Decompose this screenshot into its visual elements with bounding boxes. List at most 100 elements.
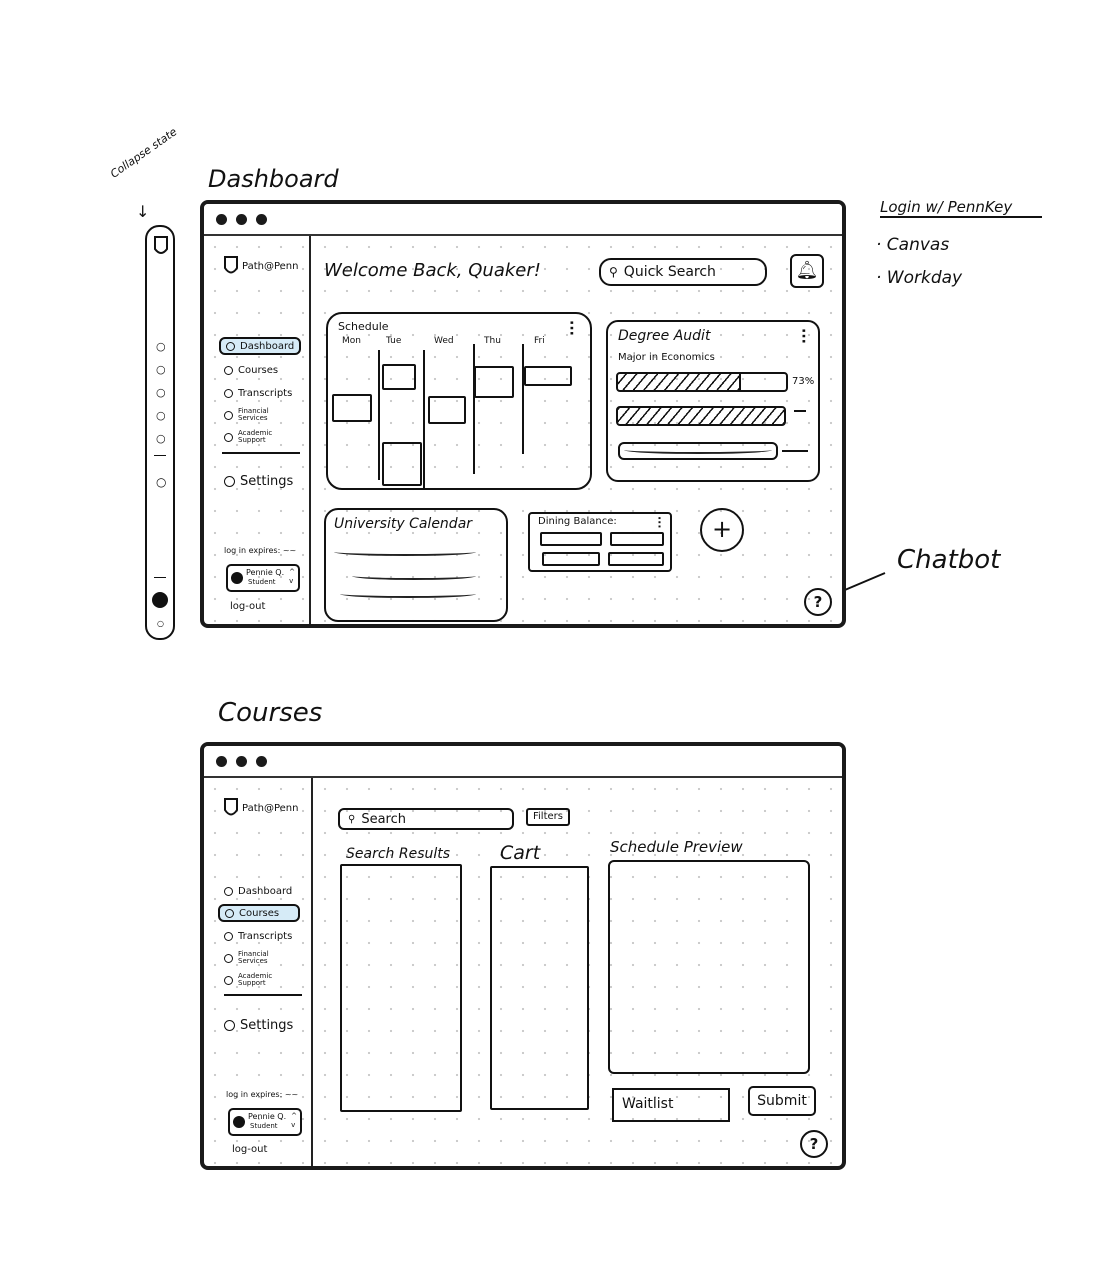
- day-label: Tue: [386, 336, 402, 346]
- chatbot-annotation: Chatbot: [897, 545, 1001, 575]
- user-name: Pennie Q.: [248, 1112, 287, 1121]
- progress-bar: [618, 442, 778, 460]
- logout-icon[interactable]: ○: [157, 619, 164, 628]
- brand-logo[interactable]: Path@Penn: [224, 256, 298, 276]
- class-block[interactable]: [382, 364, 416, 390]
- nav-label: Dashboard: [240, 340, 295, 352]
- arrow-down-icon: ↓: [136, 202, 150, 221]
- logout-link[interactable]: log-out: [232, 1144, 268, 1155]
- add-widget-button[interactable]: +: [700, 508, 744, 552]
- progress-bar: [616, 406, 786, 426]
- scribble: [352, 572, 476, 580]
- user-role: Student: [248, 578, 276, 586]
- window-dot[interactable]: [236, 756, 247, 767]
- search-placeholder: Quick Search: [623, 264, 716, 280]
- circle-icon: [224, 931, 233, 941]
- circle-icon: [224, 1019, 235, 1031]
- search-icon: ⚲: [609, 265, 618, 279]
- university-calendar-card[interactable]: University Calendar: [324, 508, 508, 622]
- scribble: [340, 590, 476, 598]
- window-dot[interactable]: [256, 214, 267, 225]
- sidebar-item-settings[interactable]: Settings: [224, 1016, 293, 1034]
- window-dot[interactable]: [236, 214, 247, 225]
- brand-name: Path@Penn: [242, 260, 299, 272]
- course-search-input[interactable]: ⚲ Search: [338, 808, 514, 830]
- major-label: Major in Economics: [618, 352, 715, 363]
- more-icon[interactable]: ···: [795, 328, 811, 344]
- circle-icon: [224, 365, 233, 375]
- progress-bar: [616, 372, 788, 392]
- circle-icon: [224, 475, 235, 487]
- chatbot-help-button[interactable]: ?: [800, 1130, 828, 1158]
- sidebar-item-transcripts[interactable]: Transcripts: [224, 927, 292, 945]
- nav-label: Transcripts: [238, 387, 293, 399]
- submit-button[interactable]: Submit: [748, 1086, 816, 1116]
- nav-label: Financial Services: [238, 950, 269, 965]
- courses-window: Path@Penn Dashboard Courses Transcripts …: [200, 742, 846, 1170]
- more-icon[interactable]: ···: [563, 320, 579, 336]
- title-bar: [204, 746, 842, 778]
- class-block[interactable]: [428, 396, 466, 424]
- circle-icon: [224, 953, 233, 963]
- bell-icon[interactable]: 🔔︎: [790, 254, 824, 288]
- chatbot-help-button[interactable]: ?: [804, 588, 832, 616]
- quick-search-input[interactable]: ⚲ Quick Search: [599, 258, 767, 286]
- nav-label: Academic Support: [238, 972, 273, 987]
- login-expires: log in expires: ~~: [224, 546, 297, 555]
- window-dot[interactable]: [216, 756, 227, 767]
- circle-icon: [224, 886, 233, 896]
- sidebar-item-financial-services[interactable]: Financial Services: [224, 949, 286, 967]
- avatar[interactable]: [152, 592, 168, 608]
- dining-tile[interactable]: [608, 552, 664, 566]
- card-title: Dining Balance:: [538, 516, 617, 527]
- collapsed-sidebar: ○○○○○ ○ ○: [145, 225, 175, 640]
- dining-tile[interactable]: [542, 552, 600, 566]
- sidebar-item-settings[interactable]: Settings: [224, 472, 293, 490]
- welcome-heading: Welcome Back, Quaker!: [324, 260, 541, 281]
- brand-logo[interactable]: Path@Penn: [224, 798, 298, 818]
- search-results-panel[interactable]: [340, 864, 462, 1112]
- class-block[interactable]: [382, 442, 422, 486]
- sidebar-item-academic-support[interactable]: Academic Support: [224, 971, 286, 989]
- waitlist-button[interactable]: Waitlist: [612, 1088, 730, 1122]
- sidebar-item-dashboard[interactable]: Dashboard: [224, 882, 292, 900]
- sidebar-item-financial-services[interactable]: Financial Services: [224, 406, 286, 424]
- sidebar-item-academic-support[interactable]: Academic Support: [224, 428, 286, 446]
- sidebar-item-transcripts[interactable]: Transcripts: [224, 384, 292, 402]
- filters-button[interactable]: Filters: [526, 808, 570, 826]
- schedule-card[interactable]: Schedule ··· Mon Tue Wed Thu Fri: [326, 312, 592, 490]
- divider: [473, 344, 475, 474]
- dining-balance-card[interactable]: Dining Balance: ···: [528, 512, 672, 572]
- window-dot[interactable]: [216, 214, 227, 225]
- login-item: · Workday: [876, 268, 963, 288]
- user-switcher[interactable]: Pennie Q. Student ^v: [226, 564, 300, 592]
- sidebar-item-courses[interactable]: Courses: [218, 904, 300, 922]
- sidebar-item-courses[interactable]: Courses: [224, 361, 278, 379]
- window-dot[interactable]: [256, 756, 267, 767]
- circle-icon: [225, 908, 234, 918]
- class-block[interactable]: [474, 366, 514, 398]
- user-switcher[interactable]: Pennie Q. Student ^v: [228, 1108, 302, 1136]
- sidebar-item-dashboard[interactable]: Dashboard: [219, 337, 301, 355]
- login-expires: log in expires: ~~: [226, 1090, 299, 1099]
- degree-audit-card[interactable]: Degree Audit ··· Major in Economics 73%: [606, 320, 820, 482]
- cart-panel[interactable]: [490, 866, 589, 1110]
- avatar: [233, 1116, 245, 1128]
- settings-icon[interactable]: ○: [156, 475, 167, 489]
- more-icon[interactable]: ···: [653, 516, 666, 529]
- scribble: [624, 446, 772, 454]
- shield-logo-icon: [154, 236, 168, 254]
- collapsed-nav-icons[interactable]: ○○○○○: [156, 340, 166, 445]
- schedule-preview-panel[interactable]: [608, 860, 810, 1074]
- class-block[interactable]: [524, 366, 572, 386]
- class-block[interactable]: [332, 394, 372, 422]
- logout-link[interactable]: log-out: [230, 601, 266, 612]
- progress-label: 73%: [792, 376, 815, 387]
- brand-name: Path@Penn: [242, 802, 299, 814]
- dining-tile[interactable]: [540, 532, 602, 546]
- courses-annotation: Courses: [218, 698, 323, 728]
- nav-label: Courses: [238, 364, 279, 376]
- dining-tile[interactable]: [610, 532, 664, 546]
- circle-icon: [224, 432, 233, 442]
- sidebar: Path@Penn Dashboard Courses Transcripts …: [204, 236, 311, 624]
